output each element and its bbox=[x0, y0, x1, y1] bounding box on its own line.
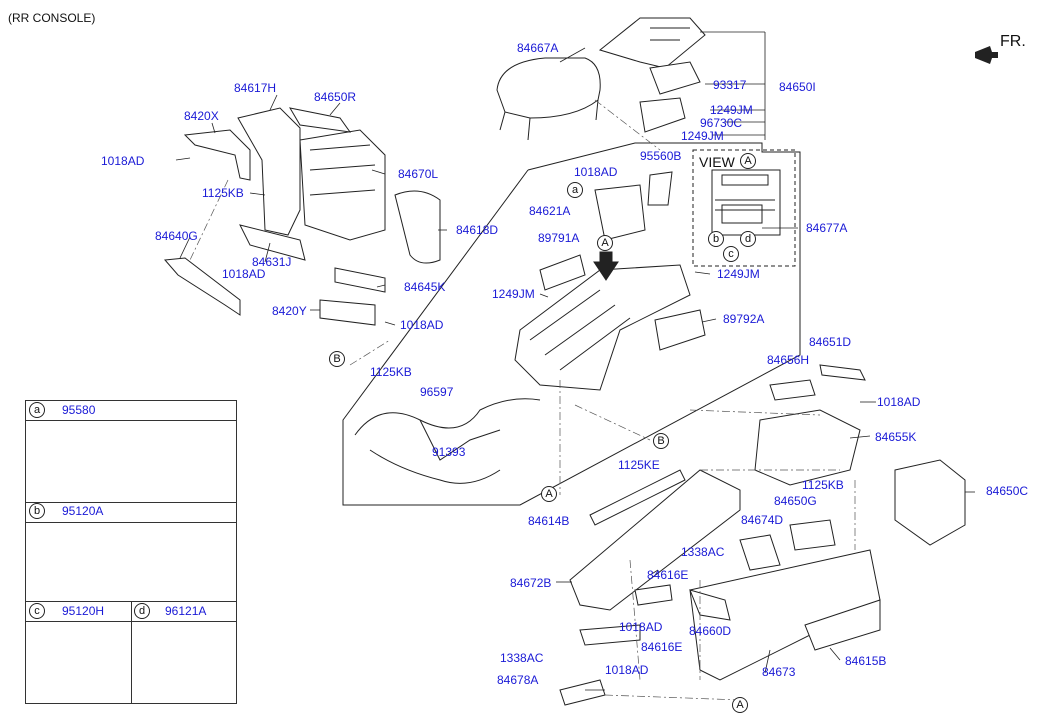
callout-96730C[interactable]: 96730C bbox=[700, 116, 743, 130]
marker-B: B bbox=[653, 433, 669, 449]
callout-84616E[interactable]: 84616E bbox=[641, 640, 683, 654]
legend-part-95580[interactable]: 95580 bbox=[62, 403, 96, 417]
callout-84677A[interactable]: 84677A bbox=[806, 221, 848, 235]
legend-letter-c: c bbox=[29, 603, 45, 619]
callout-1125KE[interactable]: 1125KE bbox=[618, 458, 660, 472]
callout-1249JM[interactable]: 1249JM bbox=[717, 267, 760, 281]
page-title: (RR CONSOLE) bbox=[8, 11, 96, 25]
callout-84651D[interactable]: 84651D bbox=[809, 335, 852, 349]
legend-table bbox=[25, 400, 237, 704]
callout-1125KB[interactable]: 1125KB bbox=[802, 478, 844, 492]
callout-84614B[interactable]: 84614B bbox=[528, 514, 570, 528]
callout-1249JM[interactable]: 1249JM bbox=[492, 287, 535, 301]
callout-84650G[interactable]: 84650G bbox=[774, 494, 817, 508]
marker-a: a bbox=[567, 182, 583, 198]
legend-letter-a: a bbox=[29, 402, 45, 418]
view-marker-c: c bbox=[723, 246, 739, 262]
legend-letter-d: d bbox=[134, 603, 150, 619]
callout-1249JM[interactable]: 1249JM bbox=[681, 129, 724, 143]
callout-84678A[interactable]: 84678A bbox=[497, 673, 539, 687]
callout-8420X[interactable]: 8420X bbox=[184, 109, 219, 123]
callout-84621A[interactable]: 84621A bbox=[529, 204, 571, 218]
front-direction-label: FR. bbox=[1000, 33, 1026, 50]
view-marker-b: b bbox=[708, 231, 724, 247]
callout-84650R[interactable]: 84650R bbox=[314, 90, 357, 104]
callout-1018AD[interactable]: 1018AD bbox=[877, 395, 921, 409]
callout-84656H[interactable]: 84656H bbox=[767, 353, 810, 367]
callout-1018AD[interactable]: 1018AD bbox=[605, 663, 649, 677]
callout-84672B[interactable]: 84672B bbox=[510, 576, 552, 590]
callout-84650I[interactable]: 84650I bbox=[779, 80, 816, 94]
legend-part-95120A[interactable]: 95120A bbox=[62, 504, 104, 518]
callout-1338AC[interactable]: 1338AC bbox=[681, 545, 725, 559]
callout-96597[interactable]: 96597 bbox=[420, 385, 454, 399]
callout-1018AD[interactable]: 1018AD bbox=[222, 267, 266, 281]
marker-A: A bbox=[732, 697, 748, 713]
callout-1018AD[interactable]: 1018AD bbox=[574, 165, 618, 179]
callout-1018AD[interactable]: 1018AD bbox=[101, 154, 145, 168]
callout-1249JM[interactable]: 1249JM bbox=[710, 103, 753, 117]
callout-8420Y[interactable]: 8420Y bbox=[272, 304, 307, 318]
view-a-letter: A bbox=[740, 153, 756, 169]
callout-84645K[interactable]: 84645K bbox=[404, 280, 446, 294]
callout-84670L[interactable]: 84670L bbox=[398, 167, 439, 181]
callout-84640G[interactable]: 84640G bbox=[155, 229, 198, 243]
callout-84631J[interactable]: 84631J bbox=[252, 255, 292, 269]
callout-84615B[interactable]: 84615B bbox=[845, 654, 887, 668]
marker-A: A bbox=[541, 486, 557, 502]
callout-93317[interactable]: 93317 bbox=[713, 78, 747, 92]
callout-84650C[interactable]: 84650C bbox=[986, 484, 1029, 498]
view-a-title: VIEW bbox=[699, 154, 735, 170]
callout-84655K[interactable]: 84655K bbox=[875, 430, 917, 444]
callout-84673[interactable]: 84673 bbox=[762, 665, 796, 679]
callout-1338AC[interactable]: 1338AC bbox=[500, 651, 544, 665]
legend-letter-b: b bbox=[29, 503, 45, 519]
callout-84617H[interactable]: 84617H bbox=[234, 81, 277, 95]
marker-B: B bbox=[329, 351, 345, 367]
callout-84667A[interactable]: 84667A bbox=[517, 41, 559, 55]
callout-84674D[interactable]: 84674D bbox=[741, 513, 784, 527]
callout-89792A[interactable]: 89792A bbox=[723, 312, 765, 326]
callout-84660D[interactable]: 84660D bbox=[689, 624, 732, 638]
legend-part-95120H[interactable]: 95120H bbox=[62, 604, 105, 618]
callout-1125KB[interactable]: 1125KB bbox=[370, 365, 412, 379]
callout-1018AD[interactable]: 1018AD bbox=[400, 318, 444, 332]
view-marker-d: d bbox=[740, 231, 756, 247]
callout-1125KB[interactable]: 1125KB bbox=[202, 186, 244, 200]
legend-part-96121A[interactable]: 96121A bbox=[165, 604, 207, 618]
callout-89791A[interactable]: 89791A bbox=[538, 231, 580, 245]
callout-95560B[interactable]: 95560B bbox=[640, 149, 682, 163]
callout-91393[interactable]: 91393 bbox=[432, 445, 466, 459]
callout-84616E[interactable]: 84616E bbox=[647, 568, 689, 582]
callout-84618D[interactable]: 84618D bbox=[456, 223, 499, 237]
marker-A: A bbox=[597, 235, 613, 251]
callout-1018AD[interactable]: 1018AD bbox=[619, 620, 663, 634]
